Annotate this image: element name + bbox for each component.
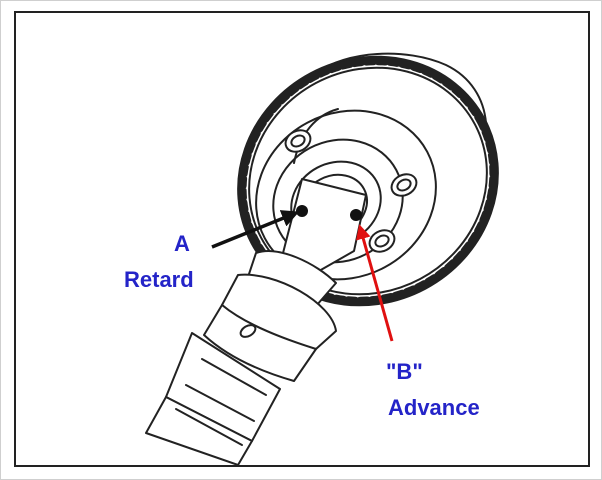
label-advance: Advance xyxy=(388,395,480,420)
camshaft-sprocket-diagram xyxy=(145,52,499,465)
label-b: "B" xyxy=(386,359,423,384)
black-arrow-icon xyxy=(211,210,300,249)
label-retard: Retard xyxy=(124,267,194,292)
red-arrow-icon xyxy=(356,224,394,342)
diagram-panel: A Retard "B" Advance xyxy=(14,11,590,467)
label-a: A xyxy=(174,231,190,256)
camshaft xyxy=(145,178,367,465)
